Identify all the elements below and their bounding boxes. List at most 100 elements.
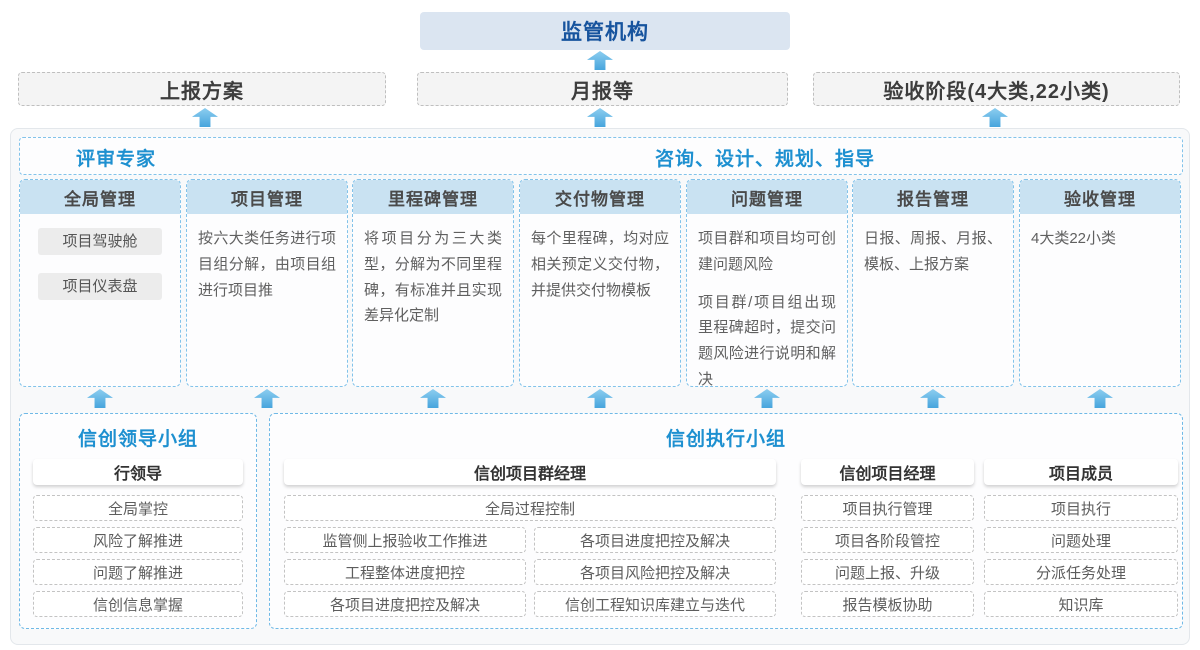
up-arrow-icon <box>1087 389 1113 408</box>
report-box-acceptance-label: 验收阶段(4大类,22小类) <box>883 80 1110 103</box>
regulator-box: 监管机构 <box>420 12 790 50</box>
duty-label: 分派任务处理 <box>1035 564 1126 582</box>
duty-label: 报告模板协助 <box>842 596 933 614</box>
column-text: 日报、周报、月报、模板、上报方案 <box>864 230 1002 273</box>
up-arrow-icon <box>192 108 218 127</box>
up-arrow-icon <box>754 389 780 408</box>
duty-item: 监管侧上报验收工作推进 <box>284 527 526 553</box>
duty-label: 信创工程知识库建立与迭代 <box>564 596 745 614</box>
column-issue-mgmt: 问题管理 项目群和项目均可创建问题风险 项目群/项目组出现里程碑超时，提交问题风… <box>686 179 848 387</box>
consulting-label: 咨询、设计、规划、指导 <box>654 148 875 170</box>
column-text: 按六大类任务进行项目组分解，由项目组进行项目推 <box>198 230 336 299</box>
duty-label: 项目各阶段管控 <box>834 532 940 550</box>
role-label: 信创项目群经理 <box>473 466 586 483</box>
experts-strip: 评审专家 咨询、设计、规划、指导 <box>19 137 1183 175</box>
role-card-bank-leader: 行领导 <box>33 459 243 485</box>
report-box-acceptance: 验收阶段(4大类,22小类) <box>813 72 1180 106</box>
column-body: 项目驾驶舱 项目仪表盘 <box>20 214 180 330</box>
up-arrow-icon <box>87 389 113 408</box>
up-arrow-icon <box>587 389 613 408</box>
duty-label: 全局过程控制 <box>484 500 575 518</box>
column-text: 将项目分为三大类型，分解为不同里程碑，有标准并且实现差异化定制 <box>364 230 502 325</box>
column-header: 验收管理 <box>1020 180 1180 214</box>
duty-item: 工程整体进度把控 <box>284 559 526 585</box>
column-header: 问题管理 <box>687 180 847 214</box>
pill-project-dashboard: 项目仪表盘 <box>38 273 162 300</box>
duty-item: 问题处理 <box>984 527 1178 553</box>
duty-label: 各项目风险把控及解决 <box>579 564 730 582</box>
column-body: 按六大类任务进行项目组分解，由项目组进行项目推 <box>187 214 347 315</box>
up-arrow-icon <box>587 108 613 127</box>
duty-item: 全局掌控 <box>33 495 243 521</box>
main-container: 评审专家 咨询、设计、规划、指导 全局管理 项目驾驶舱 项目仪表盘 项目管理 按… <box>10 128 1190 645</box>
role-label: 信创项目经理 <box>839 466 936 483</box>
report-box-monthly: 月报等 <box>417 72 788 106</box>
pill-project-cockpit: 项目驾驶舱 <box>38 228 162 255</box>
column-header: 项目管理 <box>187 180 347 214</box>
column-body: 日报、周报、月报、模板、上报方案 <box>853 214 1013 290</box>
duty-item: 报告模板协助 <box>801 591 974 617</box>
column-text: 项目群和项目均可创建问题风险 <box>698 230 836 273</box>
column-milestone-mgmt: 里程碑管理 将项目分为三大类型，分解为不同里程碑，有标准并且实现差异化定制 <box>352 179 514 387</box>
column-deliverable-mgmt: 交付物管理 每个里程碑，均对应相关预定义交付物，并提供交付物模板 <box>519 179 681 387</box>
duty-item: 项目执行 <box>984 495 1178 521</box>
duty-item: 信创信息掌握 <box>33 591 243 617</box>
column-body: 项目群和项目均可创建问题风险 项目群/项目组出现里程碑超时，提交问题风险进行说明… <box>687 214 847 387</box>
up-arrow-icon <box>420 389 446 408</box>
report-box-plan-label: 上报方案 <box>160 80 244 103</box>
duty-item: 全局过程控制 <box>284 495 776 521</box>
column-global-mgmt: 全局管理 项目驾驶舱 项目仪表盘 <box>19 179 181 387</box>
column-report-mgmt: 报告管理 日报、周报、月报、模板、上报方案 <box>852 179 1014 387</box>
regulator-label: 监管机构 <box>561 21 649 44</box>
up-arrow-icon <box>587 51 613 70</box>
duty-item: 问题了解推进 <box>33 559 243 585</box>
duty-item: 项目执行管理 <box>801 495 974 521</box>
leader-group-title: 信创领导小组 <box>77 429 198 450</box>
duty-item: 问题上报、升级 <box>801 559 974 585</box>
role-label: 行领导 <box>113 466 162 483</box>
duty-label: 问题上报、升级 <box>834 564 940 582</box>
duty-label: 项目执行管理 <box>842 500 933 518</box>
experts-label: 评审专家 <box>76 148 157 170</box>
column-header: 报告管理 <box>853 180 1013 214</box>
column-text: 每个里程碑，均对应相关预定义交付物，并提供交付物模板 <box>531 230 669 299</box>
duty-item: 各项目风险把控及解决 <box>534 559 776 585</box>
duty-item: 项目各阶段管控 <box>801 527 974 553</box>
duty-item: 各项目进度把控及解决 <box>284 591 526 617</box>
duty-label: 问题了解推进 <box>92 564 183 582</box>
up-arrow-icon <box>920 389 946 408</box>
up-arrow-icon <box>982 108 1008 127</box>
role-label: 项目成员 <box>1048 466 1113 483</box>
column-text: 项目群/项目组出现里程碑超时，提交问题风险进行说明和解决 <box>698 293 836 387</box>
duty-label: 信创信息掌握 <box>92 596 183 614</box>
column-header: 全局管理 <box>20 180 180 214</box>
duty-label: 各项目进度把控及解决 <box>329 596 480 614</box>
role-card-member: 项目成员 <box>984 459 1178 485</box>
column-project-mgmt: 项目管理 按六大类任务进行项目组分解，由项目组进行项目推 <box>186 179 348 387</box>
duty-label: 知识库 <box>1058 596 1104 614</box>
duty-label: 监管侧上报验收工作推进 <box>322 532 488 550</box>
column-body: 每个里程碑，均对应相关预定义交付物，并提供交付物模板 <box>520 214 680 315</box>
column-body: 将项目分为三大类型，分解为不同里程碑，有标准并且实现差异化定制 <box>353 214 513 341</box>
column-acceptance-mgmt: 验收管理 4大类22小类 <box>1019 179 1181 387</box>
duty-label: 全局掌控 <box>107 500 168 518</box>
duty-label: 各项目进度把控及解决 <box>579 532 730 550</box>
role-card-program-manager: 信创项目群经理 <box>284 459 776 485</box>
column-header: 交付物管理 <box>520 180 680 214</box>
duty-item: 分派任务处理 <box>984 559 1178 585</box>
duty-label: 项目执行 <box>1050 500 1111 518</box>
duty-item: 知识库 <box>984 591 1178 617</box>
report-box-monthly-label: 月报等 <box>571 80 634 103</box>
duty-label: 问题处理 <box>1050 532 1111 550</box>
duty-label: 风险了解推进 <box>92 532 183 550</box>
role-card-project-manager: 信创项目经理 <box>801 459 974 485</box>
column-text: 4大类22小类 <box>1031 230 1117 247</box>
duty-label: 工程整体进度把控 <box>344 564 465 582</box>
exec-group-title: 信创执行小组 <box>665 429 786 450</box>
report-box-plan: 上报方案 <box>18 72 386 106</box>
duty-item: 各项目进度把控及解决 <box>534 527 776 553</box>
up-arrow-icon <box>254 389 280 408</box>
column-body: 4大类22小类 <box>1020 214 1180 264</box>
column-header: 里程碑管理 <box>353 180 513 214</box>
